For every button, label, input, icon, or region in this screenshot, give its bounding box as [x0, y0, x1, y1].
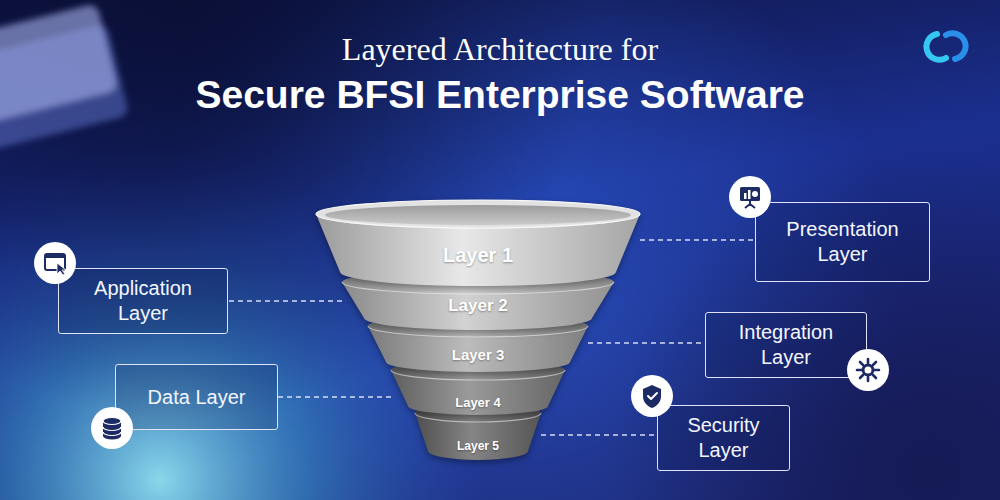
title-spacer — [180, 26, 320, 66]
application-icon — [34, 242, 76, 284]
title-spacer — [680, 26, 820, 66]
icon-disc — [91, 407, 133, 449]
logo-arc — [926, 34, 946, 60]
callout-label: Security Layer — [669, 413, 779, 463]
layer-shape — [316, 200, 640, 286]
icon-pie — [752, 191, 758, 197]
layer-highlight — [415, 413, 541, 422]
icon-spokes — [857, 359, 879, 381]
layer-highlight — [342, 282, 614, 294]
callout-box: Application Layer — [58, 268, 228, 334]
icon-window — [45, 254, 65, 270]
layer-highlight — [368, 326, 588, 337]
layer-band — [415, 404, 541, 460]
icon-bar — [748, 190, 751, 199]
diagram-title: Layered Architecture for Secure BFSI Ent… — [180, 26, 820, 118]
icon-window-bar — [45, 254, 65, 258]
layer-band — [342, 270, 614, 330]
icon-hub — [863, 365, 873, 375]
icon-cylinder-rings — [103, 427, 121, 436]
integration-icon — [847, 349, 889, 391]
presentation-icon — [729, 176, 771, 218]
dashed-leader — [588, 342, 705, 344]
funnel-layer: Layer 1 — [316, 200, 640, 286]
layer-highlight — [391, 370, 565, 380]
callout-box: Presentation Layer — [755, 202, 930, 282]
icon-cylinder — [103, 421, 121, 440]
dashed-leader — [278, 396, 391, 398]
layer-band — [316, 200, 640, 286]
icon-disc — [729, 176, 771, 218]
layer-band — [368, 315, 588, 372]
icon-stand — [745, 201, 755, 208]
callout-label: Integration Layer — [721, 320, 851, 370]
dashed-leader — [228, 300, 342, 302]
callout-label: Data Layer — [127, 385, 267, 410]
logo-arc — [946, 33, 966, 59]
icon-board — [740, 187, 760, 201]
layer-band — [391, 360, 565, 415]
decor-cards — [0, 3, 129, 152]
funnel-rim — [316, 200, 640, 228]
icon-cursor — [57, 263, 66, 275]
icon-shield — [643, 385, 661, 408]
icon-disc — [847, 349, 889, 391]
brand-logo — [926, 33, 965, 60]
icon-disc — [34, 242, 76, 284]
layer-label: Layer 5 — [415, 439, 541, 453]
data-icon — [91, 407, 133, 449]
layer-label: Layer 3 — [368, 346, 588, 364]
layer-label: Layer 4 — [391, 395, 565, 411]
icon-cylinder-top — [103, 418, 121, 425]
callout-box: Data Layer — [115, 364, 278, 430]
icon-disc — [631, 375, 673, 417]
funnel-opening — [325, 205, 631, 225]
decor-card — [0, 3, 119, 127]
title-block: Layered Architecture for Secure BFSI Ent… — [180, 26, 820, 118]
callout-box: Integration Layer — [705, 312, 867, 378]
icon-check — [648, 393, 657, 399]
callout-label: Presentation Layer — [773, 217, 913, 267]
callout-box: Security Layer — [657, 405, 790, 471]
layer-label: Layer 1 — [316, 243, 640, 267]
dashed-leader — [640, 239, 755, 241]
callout-label: Application Layer — [78, 276, 208, 326]
dashed-leader — [541, 434, 657, 436]
layer-label: Layer 2 — [342, 296, 614, 316]
security-icon — [631, 375, 673, 417]
icon-bar — [744, 193, 747, 199]
